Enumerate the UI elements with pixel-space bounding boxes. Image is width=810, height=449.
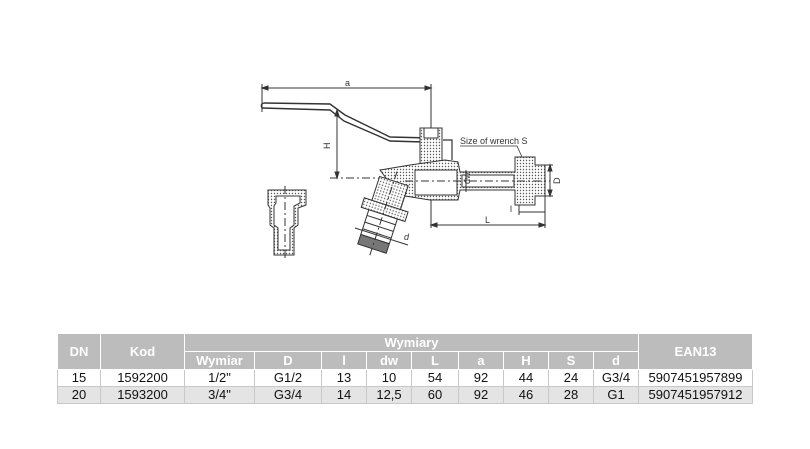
cell-d: G3/4 (593, 369, 639, 387)
header-kod: Kod (100, 333, 185, 370)
header-dn: DN (57, 333, 101, 370)
dimension-L (429, 200, 547, 228)
header-H: H (503, 351, 549, 370)
cell-D: G3/4 (254, 386, 322, 404)
cell-l: 13 (321, 369, 367, 387)
header-wymiary: Wymiary (184, 333, 639, 352)
cell-S: 24 (548, 369, 594, 387)
cell-kod: 1593200 (100, 386, 185, 404)
dimension-D (545, 163, 553, 198)
cell-wymiar: 3/4" (184, 386, 255, 404)
label-wrench: Size of wrench S (460, 136, 528, 146)
dimension-h (330, 108, 445, 180)
header-a: a (458, 351, 504, 370)
dimension-l (518, 196, 546, 215)
header-S: S (548, 351, 594, 370)
dimension-d (354, 227, 409, 246)
cell-a: 92 (458, 369, 504, 387)
label-a: a (345, 78, 350, 88)
table-row: 15 1592200 1/2" G1/2 13 10 54 92 44 24 G… (57, 369, 753, 387)
cell-ean: 5907451957912 (638, 386, 753, 404)
header-l: l (321, 351, 367, 370)
cell-dn: 20 (57, 386, 101, 404)
lever-handle (260, 102, 438, 141)
cell-l: 14 (321, 386, 367, 404)
label-L: L (485, 215, 490, 225)
label-l: l (510, 204, 512, 214)
cell-D: G1/2 (254, 369, 322, 387)
cell-wymiar: 1/2" (184, 369, 255, 387)
dimension-a (260, 84, 433, 128)
cell-L: 54 (411, 369, 459, 387)
label-H: H (322, 143, 332, 150)
cell-H: 44 (503, 369, 549, 387)
table-row: 20 1593200 3/4" G3/4 14 12,5 60 92 46 28… (57, 386, 753, 404)
hose-fitting (267, 186, 307, 260)
header-D: D (254, 351, 322, 370)
cell-a: 92 (458, 386, 504, 404)
header-ean13: EAN13 (638, 333, 753, 370)
cell-kod: 1592200 (100, 369, 185, 387)
header-d: d (593, 351, 639, 370)
cell-dw: 10 (366, 369, 412, 387)
cell-H: 46 (503, 386, 549, 404)
label-d: d (404, 232, 410, 242)
header-dw: dw (366, 351, 412, 370)
cell-dn: 15 (57, 369, 101, 387)
angled-spout (357, 171, 409, 256)
cell-ean: 5907451957899 (638, 369, 753, 387)
label-D: D (552, 177, 562, 184)
valve-technical-drawing: a H Size of wrench S dw D l L d (260, 78, 562, 260)
cell-d: G1 (593, 386, 639, 404)
cell-S: 28 (548, 386, 594, 404)
cell-L: 60 (411, 386, 459, 404)
cell-dw: 12,5 (366, 386, 412, 404)
header-wymiar: Wymiar (184, 351, 255, 370)
header-L: L (411, 351, 459, 370)
dimensions-table: DN Kod Wymiary EAN13 Wymiar D l dw L a H… (57, 333, 753, 404)
label-dw: dw (462, 172, 472, 184)
